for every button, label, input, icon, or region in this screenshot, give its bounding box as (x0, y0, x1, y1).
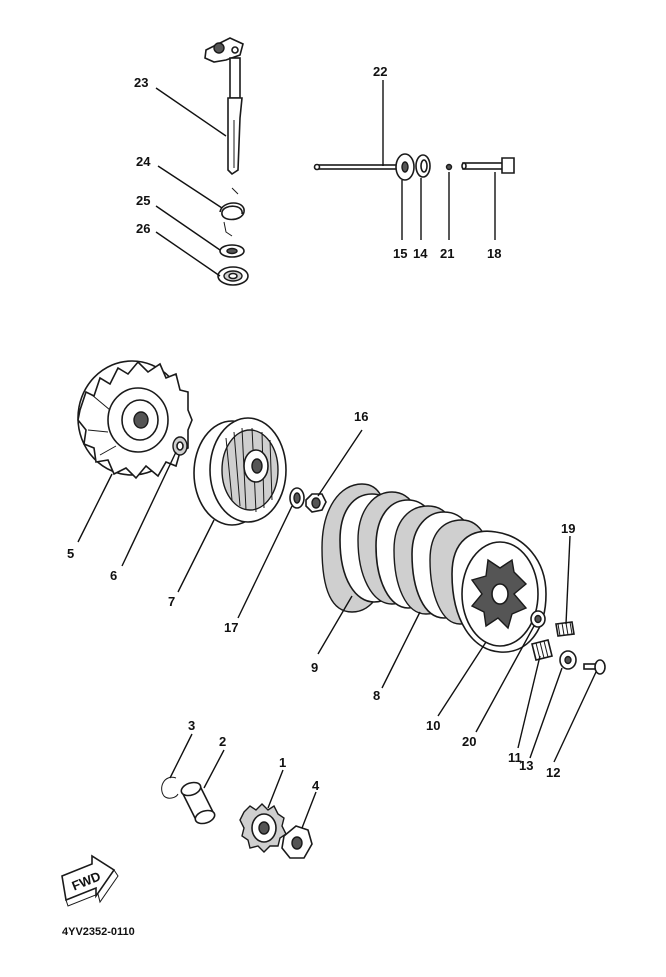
label-25: 25 (136, 193, 150, 208)
label-15: 15 (393, 246, 407, 261)
part-12-bolt (583, 659, 606, 675)
part-4-nut (281, 825, 313, 859)
label-26: 26 (136, 221, 150, 236)
part-6-thrust-washer (172, 436, 188, 456)
callout-labels: 23 24 25 26 22 15 14 21 18 16 5 6 7 17 9… (67, 64, 575, 793)
label-14: 14 (413, 246, 428, 261)
label-18: 18 (487, 246, 501, 261)
label-17: 17 (224, 620, 238, 635)
label-19: 19 (561, 521, 575, 536)
part-10-pressure-plate (451, 530, 547, 653)
label-4: 4 (312, 778, 320, 793)
label-11: 11 (508, 750, 522, 765)
part-16-nut (305, 493, 327, 513)
label-13: 13 (519, 758, 533, 773)
part-20-bearing (530, 610, 546, 628)
part-26-oil-seal (217, 266, 249, 286)
part-1-primary-drive-gear (239, 803, 287, 853)
part-17-lock-washer (289, 487, 305, 509)
part-2-collar (180, 781, 216, 825)
part-24-spring (219, 187, 245, 237)
label-5: 5 (67, 546, 74, 561)
part-18-push-rod (461, 157, 515, 174)
label-23: 23 (134, 75, 148, 90)
part-13-washer (559, 650, 577, 670)
label-24: 24 (136, 154, 151, 169)
part-14-ring (415, 154, 431, 178)
part-23-push-lever-shaft (204, 37, 244, 176)
fwd-direction-arrow: FWD (61, 854, 119, 907)
label-16: 16 (354, 409, 368, 424)
label-10: 10 (426, 718, 440, 733)
diagram-reference-code: 4YV2352-0110 (62, 926, 135, 938)
label-21: 21 (440, 246, 454, 261)
part-3-circlip (161, 776, 179, 799)
part-7-clutch-boss (193, 417, 287, 526)
label-1: 1 (279, 755, 286, 770)
leader-lines (77, 80, 597, 829)
label-20: 20 (462, 734, 476, 749)
part-5-primary-driven-gear (77, 360, 193, 480)
part-21-ball (445, 163, 453, 171)
label-9: 9 (311, 660, 318, 675)
part-11-clutch-spring (531, 639, 553, 661)
label-22: 22 (373, 64, 387, 79)
part-19-clutch-spring (555, 621, 575, 637)
part-9-friction-plates (321, 483, 493, 625)
part-15-washer (395, 153, 415, 181)
part-22-push-rod (313, 163, 407, 171)
label-7: 7 (168, 594, 175, 609)
part-25-washer (219, 244, 245, 258)
label-2: 2 (219, 734, 226, 749)
label-8: 8 (373, 688, 380, 703)
label-3: 3 (188, 718, 195, 733)
label-6: 6 (110, 568, 117, 583)
label-12: 12 (546, 765, 560, 780)
